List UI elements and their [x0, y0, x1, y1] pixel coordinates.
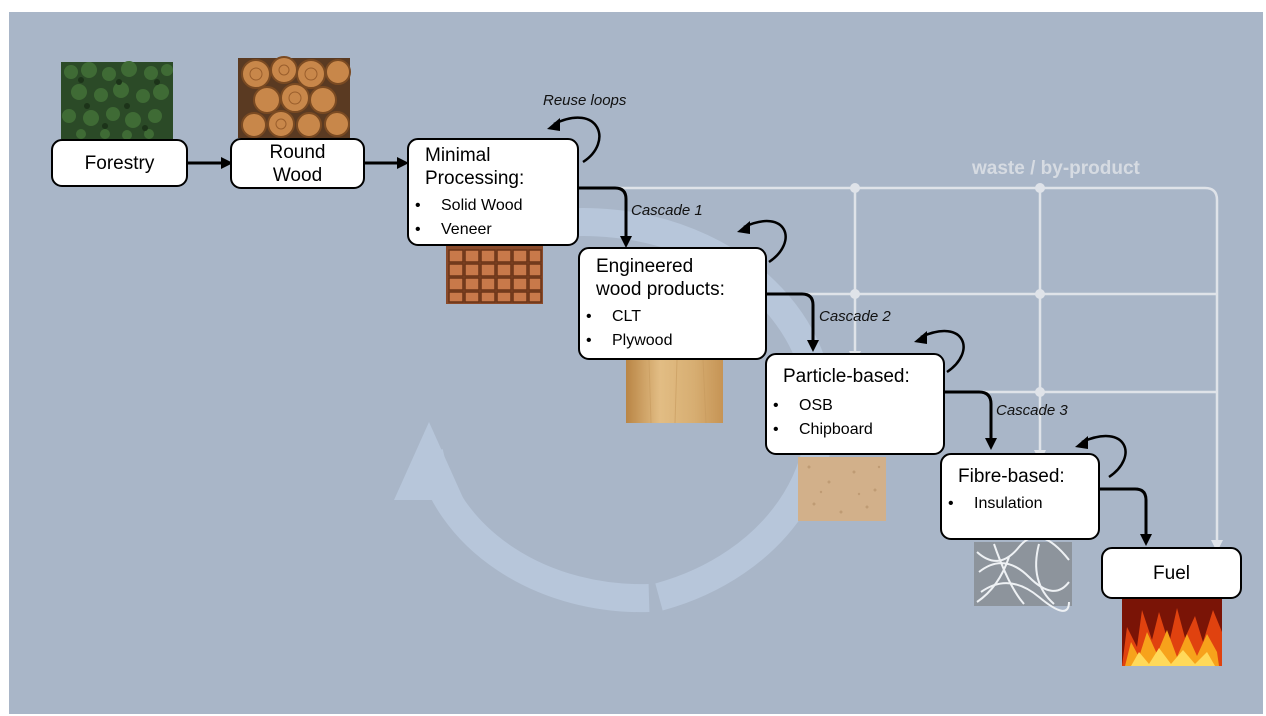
- minimal-processing-title: Minimal Processing:: [425, 145, 525, 189]
- reuse-loop-arrowheads: [547, 118, 1088, 449]
- list-item: Chipboard: [769, 418, 943, 442]
- list-item: Insulation: [944, 492, 1098, 516]
- forestry-label: Forestry: [84, 152, 155, 174]
- fibre-based-title: Fibre-based:: [958, 466, 1065, 487]
- cascade-1-label: Cascade 1: [631, 202, 703, 219]
- flow-arrows: [187, 161, 1148, 536]
- cascade-2-arrow: [766, 292, 815, 342]
- engineered-wood-title: Engineered wood products:: [596, 256, 725, 300]
- forestry-box: Forestry: [51, 139, 188, 187]
- waste-byproduct-lines: [579, 186, 1219, 542]
- engineered-wood-box: Engineered wood products: CLT Plywood: [578, 247, 767, 360]
- fire-photo: [1122, 599, 1222, 666]
- plywood-photo: [626, 359, 723, 424]
- list-item: Plywood: [582, 329, 765, 353]
- fibre-to-fuel-arrow: [1099, 487, 1148, 536]
- waste-junction-dots: [850, 183, 1045, 397]
- particle-based-box: Particle-based: OSB Chipboard: [765, 353, 945, 455]
- background-graphics: [61, 56, 1223, 666]
- fibre-based-list: Insulation: [944, 492, 1098, 516]
- particle-based-list: OSB Chipboard: [769, 394, 943, 442]
- round-wood-box: Round Wood: [230, 138, 365, 189]
- list-item: OSB: [769, 394, 943, 418]
- list-item: Solid Wood: [411, 194, 577, 218]
- insulation-fibre-photo: [974, 536, 1072, 612]
- lumber-stack-photo: [446, 246, 543, 304]
- engineered-wood-list: CLT Plywood: [582, 305, 765, 353]
- waste-byproduct-label: waste / by-product: [972, 158, 1140, 179]
- log-pile-photo: [238, 56, 351, 138]
- flow-arrowheads: [221, 157, 1152, 546]
- chipboard-photo: [798, 457, 886, 521]
- cascade-1-arrow: [579, 186, 628, 238]
- reuse-loop-arrows: [553, 116, 1127, 479]
- list-item: Veneer: [411, 218, 577, 242]
- fuel-box: Fuel: [1101, 547, 1242, 599]
- diagram-canvas: waste / by-product Reuse loops Cascade 1…: [9, 12, 1263, 714]
- minimal-processing-list: Solid Wood Veneer: [411, 194, 577, 242]
- fuel-label: Fuel: [1153, 562, 1190, 584]
- fibre-based-box: Fibre-based: Insulation: [940, 453, 1100, 540]
- cascade-2-label: Cascade 2: [819, 308, 891, 325]
- cascade-3-label: Cascade 3: [996, 402, 1068, 419]
- reuse-loops-label: Reuse loops: [543, 92, 627, 109]
- minimal-processing-box: Minimal Processing: Solid Wood Veneer: [407, 138, 579, 246]
- list-item: CLT: [582, 305, 765, 329]
- cascade-3-arrow: [944, 390, 993, 440]
- cycle-arrowhead: [394, 422, 464, 500]
- round-wood-label: Round Wood: [269, 141, 326, 186]
- particle-based-title: Particle-based:: [783, 366, 910, 387]
- forest-photo: [61, 61, 173, 140]
